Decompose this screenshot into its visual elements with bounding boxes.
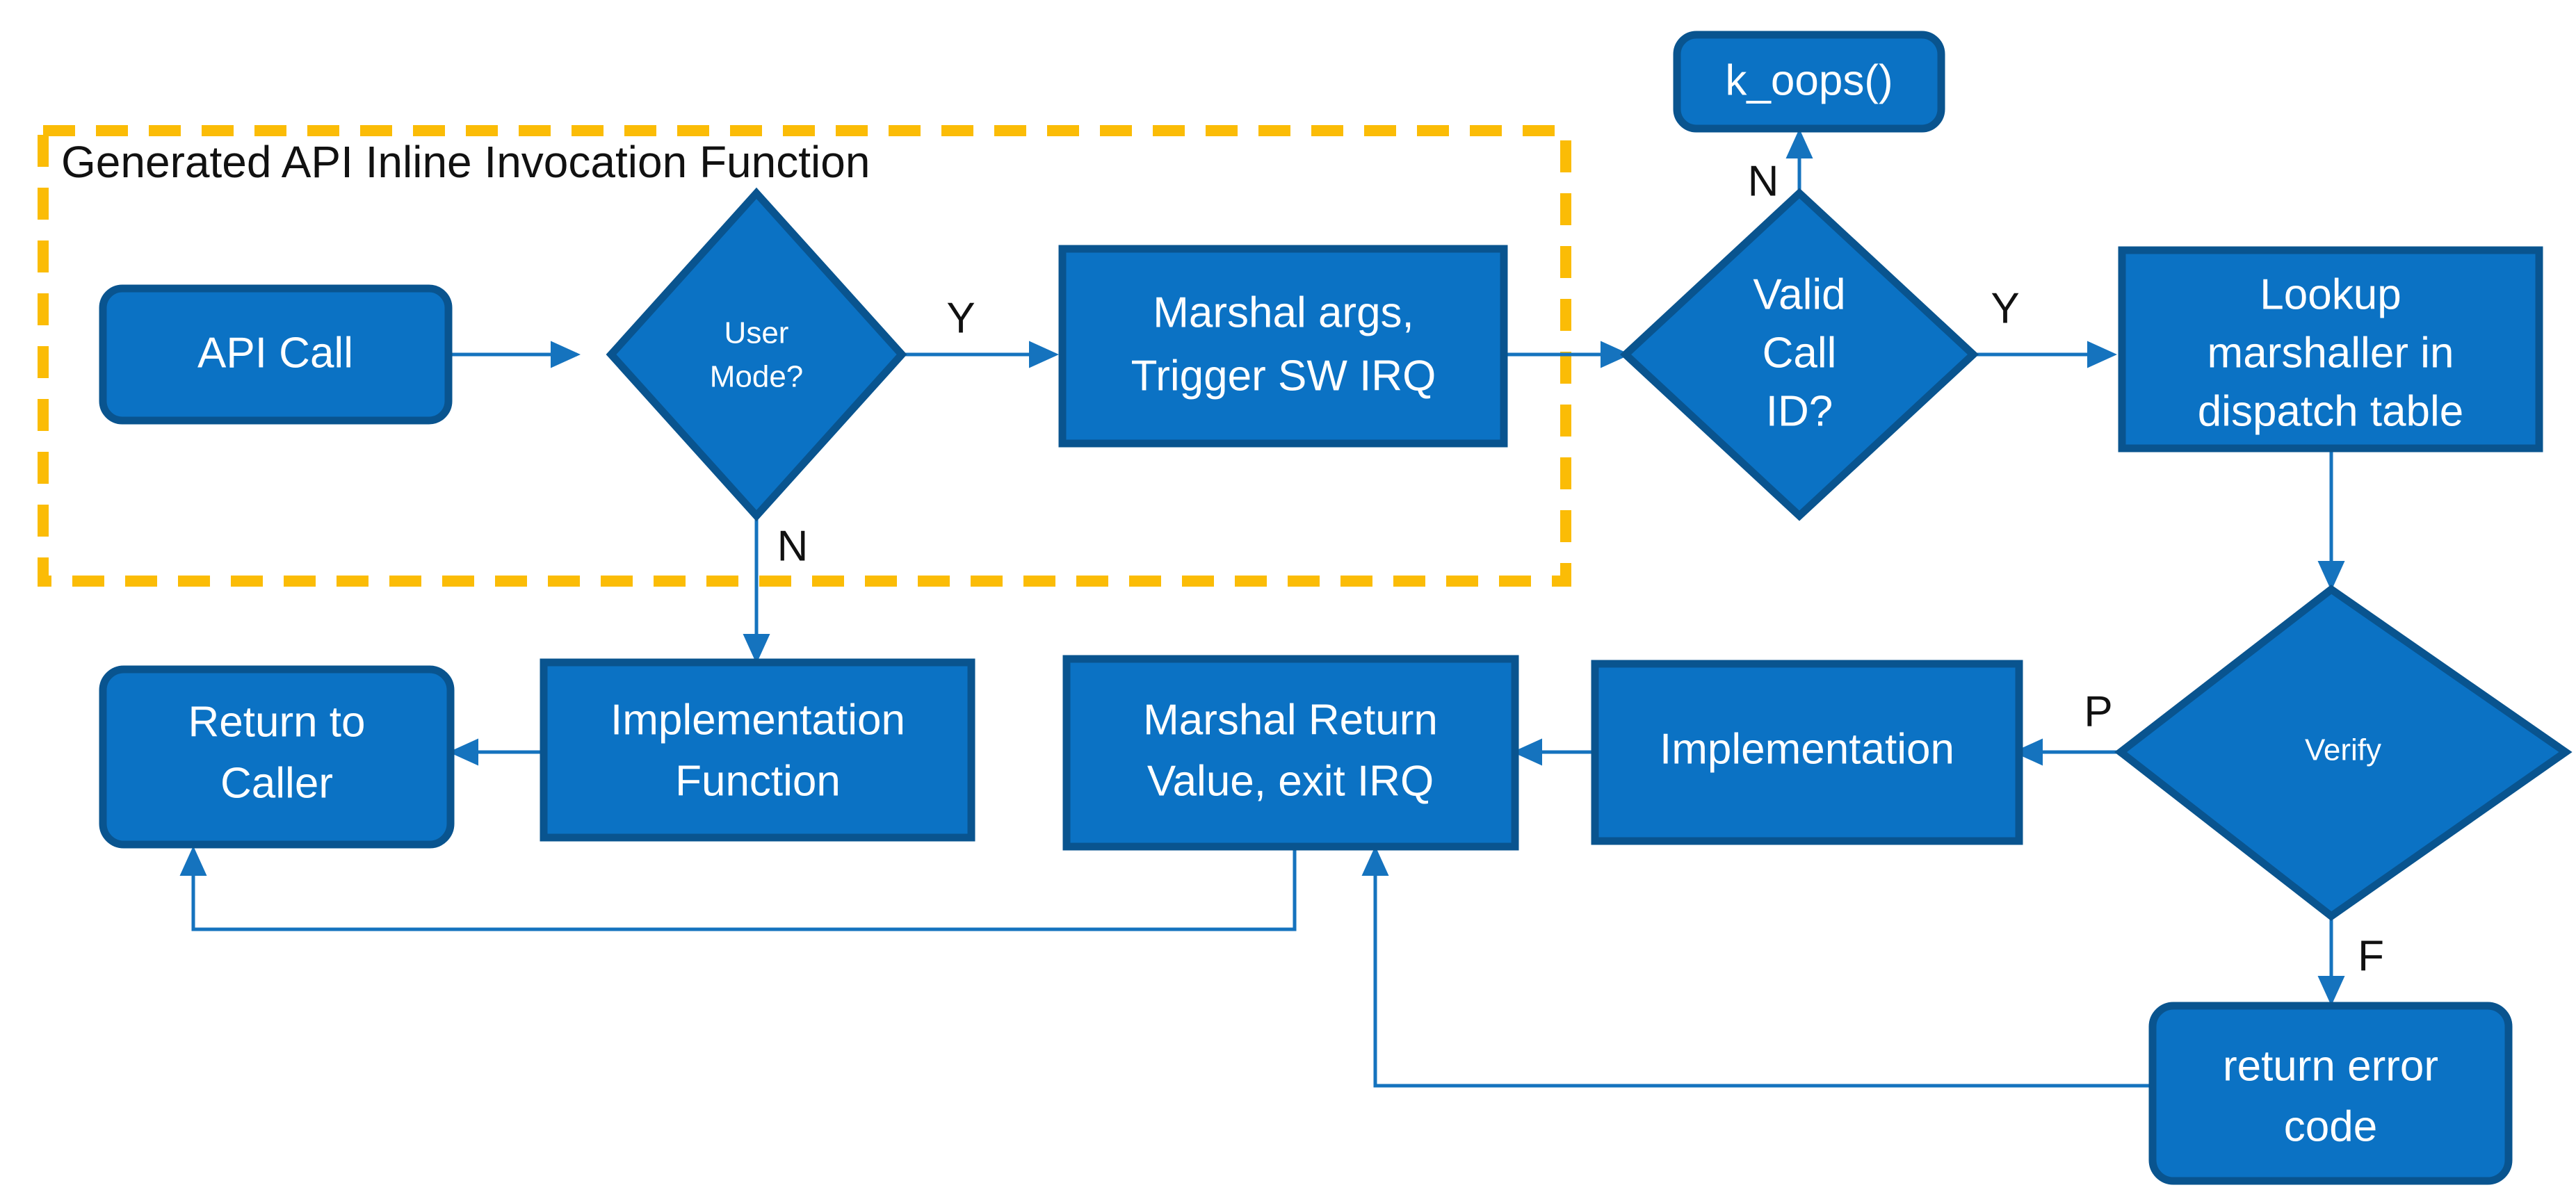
- node-return-to-caller-label-line2: Caller: [220, 759, 333, 807]
- node-user-mode-label-line2: Mode?: [710, 360, 804, 394]
- node-implementation-function-label-line1: Implementation: [610, 696, 905, 744]
- node-return-to-caller-shape[interactable]: [99, 665, 455, 849]
- node-marshal-return-label-line2: Value, exit IRQ: [1147, 757, 1434, 805]
- node-marshal-args-shape[interactable]: [1058, 245, 1508, 448]
- node-implementation-label: Implementation: [1660, 725, 1954, 773]
- node-lookup-marshaller-shape[interactable]: [2118, 246, 2543, 452]
- edge-label-user-mode-no: N: [777, 522, 809, 570]
- edge-label-verify-pass: P: [2084, 687, 2112, 735]
- node-verify[interactable]: Verify: [2114, 585, 2573, 921]
- node-return-error-code-label-line1: return error: [2223, 1042, 2438, 1090]
- node-valid-call-id-label-line3: ID?: [1766, 387, 1833, 435]
- node-user-mode-label-line1: User: [724, 316, 789, 350]
- edge-label-verify-fail: F: [2358, 932, 2384, 980]
- node-marshal-return[interactable]: Marshal Return Value, exit IRQ: [1062, 655, 1519, 851]
- edge-label-valid-call-id-no: N: [1748, 157, 1779, 205]
- edge-marshal-return-to-return-to-caller: [179, 845, 1297, 931]
- node-marshal-args[interactable]: Marshal args, Trigger SW IRQ: [1058, 245, 1508, 448]
- node-k-oops-label: k_oops(): [1725, 56, 1893, 104]
- node-lookup-marshaller-label-line1: Lookup: [2260, 270, 2401, 318]
- node-marshal-return-shape[interactable]: [1062, 655, 1519, 851]
- node-marshal-return-label-line1: Marshal Return: [1143, 696, 1438, 744]
- edge-return-error-code-to-marshal-return: [1361, 845, 2154, 1088]
- node-marshal-args-label-line2: Trigger SW IRQ: [1131, 352, 1436, 400]
- node-implementation[interactable]: Implementation: [1591, 660, 2023, 845]
- node-return-error-code-shape[interactable]: [2148, 1002, 2513, 1185]
- node-k-oops-shape[interactable]: [1673, 31, 1945, 133]
- node-return-to-caller-label-line1: Return to: [188, 698, 365, 746]
- node-valid-call-id-shape[interactable]: [1619, 188, 1979, 521]
- node-implementation-shape[interactable]: [1591, 660, 2023, 845]
- node-lookup-marshaller[interactable]: Lookup marshaller in dispatch table: [2118, 246, 2543, 452]
- node-api-call-label: API Call: [197, 329, 353, 377]
- node-user-mode[interactable]: User Mode?: [606, 187, 907, 522]
- node-implementation-function-shape[interactable]: [540, 658, 975, 842]
- node-verify-shape[interactable]: [2114, 585, 2573, 921]
- edge-label-user-mode-yes: Y: [946, 294, 975, 342]
- node-marshal-args-label-line1: Marshal args,: [1153, 288, 1414, 336]
- node-valid-call-id-label-line1: Valid: [1753, 270, 1845, 318]
- node-valid-call-id[interactable]: Valid Call ID?: [1619, 188, 1979, 521]
- node-k-oops[interactable]: k_oops(): [1673, 31, 1945, 133]
- node-api-call[interactable]: API Call: [99, 284, 453, 425]
- node-return-error-code[interactable]: return error code: [2148, 1002, 2513, 1185]
- node-return-error-code-label-line2: code: [2284, 1102, 2377, 1150]
- group-box-label: Generated API Inline Invocation Function: [61, 137, 870, 187]
- node-implementation-function[interactable]: Implementation Function: [540, 658, 975, 842]
- node-return-to-caller[interactable]: Return to Caller: [99, 665, 455, 849]
- node-implementation-function-label-line2: Function: [675, 757, 841, 805]
- node-lookup-marshaller-label-line3: dispatch table: [2198, 387, 2464, 435]
- node-lookup-marshaller-label-line2: marshaller in: [2208, 329, 2454, 377]
- node-api-call-shape[interactable]: [99, 284, 453, 425]
- node-valid-call-id-label-line2: Call: [1763, 329, 1837, 377]
- node-user-mode-shape[interactable]: [606, 187, 907, 522]
- node-verify-label: Verify: [2305, 733, 2381, 767]
- edge-label-valid-call-id-yes: Y: [1991, 284, 2019, 332]
